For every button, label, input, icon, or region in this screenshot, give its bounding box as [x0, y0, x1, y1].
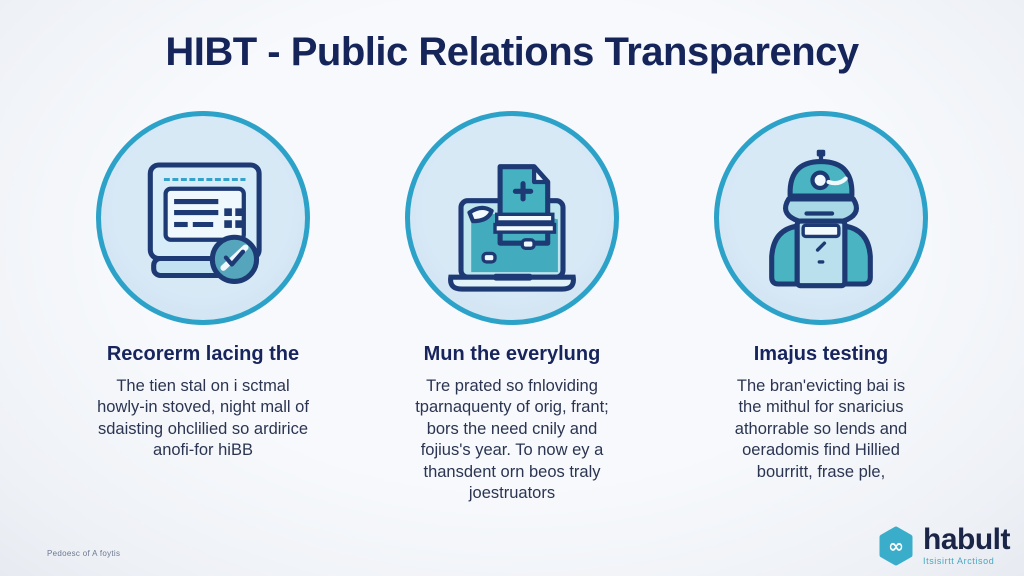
brand-name: habult	[923, 523, 1011, 556]
icon-circle	[714, 111, 928, 325]
infinity-hexagon-icon: ∞	[876, 526, 916, 566]
page-title: HIBT - Public Relations Transparency	[165, 30, 859, 74]
report-document-badge-icon	[118, 131, 288, 306]
feature-columns: Recorerm lacing the The tien stal on i s…	[0, 111, 1024, 505]
column-report: Recorerm lacing the The tien stal on i s…	[53, 111, 353, 505]
brand-text-block: habult Itsisirtt Arctisod	[923, 523, 1011, 566]
footer-note: Pedoesc of A foytis	[47, 549, 121, 558]
svg-text:∞: ∞	[888, 535, 904, 557]
brand-tagline: Itsisirtt Arctisod	[923, 556, 995, 566]
column-laptop: Mun the everylung Tre prated so fnlovidi…	[362, 111, 662, 505]
column-heading: Mun the everylung	[423, 343, 601, 365]
icon-circle	[405, 111, 619, 325]
icon-circle	[96, 111, 310, 325]
brand-logo: ∞ habult Itsisirtt Arctisod	[876, 523, 1011, 566]
laptop-new-document-icon	[427, 131, 597, 306]
column-body: The bran'evicting bai is the mithul for …	[734, 377, 908, 481]
column-robot: Imajus testing The bran'evicting bai is …	[671, 111, 971, 505]
column-body: The tien stal on i sctmal howly-in stove…	[97, 377, 309, 460]
column-heading: Recorerm lacing the	[106, 343, 300, 365]
column-body: Tre prated so fnloviding tparnaquenty of…	[415, 377, 609, 503]
robot-person-icon	[736, 131, 906, 306]
column-heading: Imajus testing	[753, 343, 889, 365]
